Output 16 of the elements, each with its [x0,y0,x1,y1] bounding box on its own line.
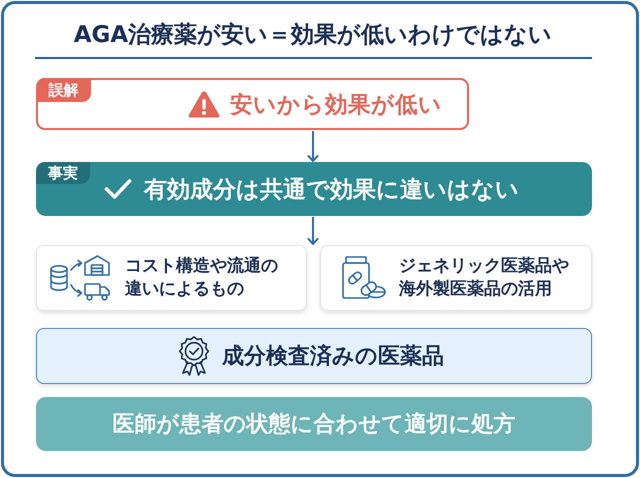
statement-text: 成分検査済みの医薬品 [222,342,444,371]
card [36,245,307,311]
title: AGA治療薬が安い＝効果が低いわけではない [74,22,552,50]
highlight-box [36,328,592,384]
banner-box [36,162,592,216]
arrow [308,217,318,245]
arrow [308,131,318,162]
corner-tag: 事実 [36,162,90,184]
callout-box [36,78,469,130]
statement-text: ジェネリック医薬品や海外製医薬品の活用 [399,254,570,301]
card [320,245,592,311]
statement-text: コスト構造や流通の違いによるもの [125,254,279,301]
statement-text: 安いから効果が低い [230,90,442,120]
banner-box: 医師が患者の状態に合わせて適切に処方 [36,397,592,451]
corner-tag: 誤解 [36,78,91,102]
statement-text: 有効成分は共通で効果に違いはない [144,176,519,204]
